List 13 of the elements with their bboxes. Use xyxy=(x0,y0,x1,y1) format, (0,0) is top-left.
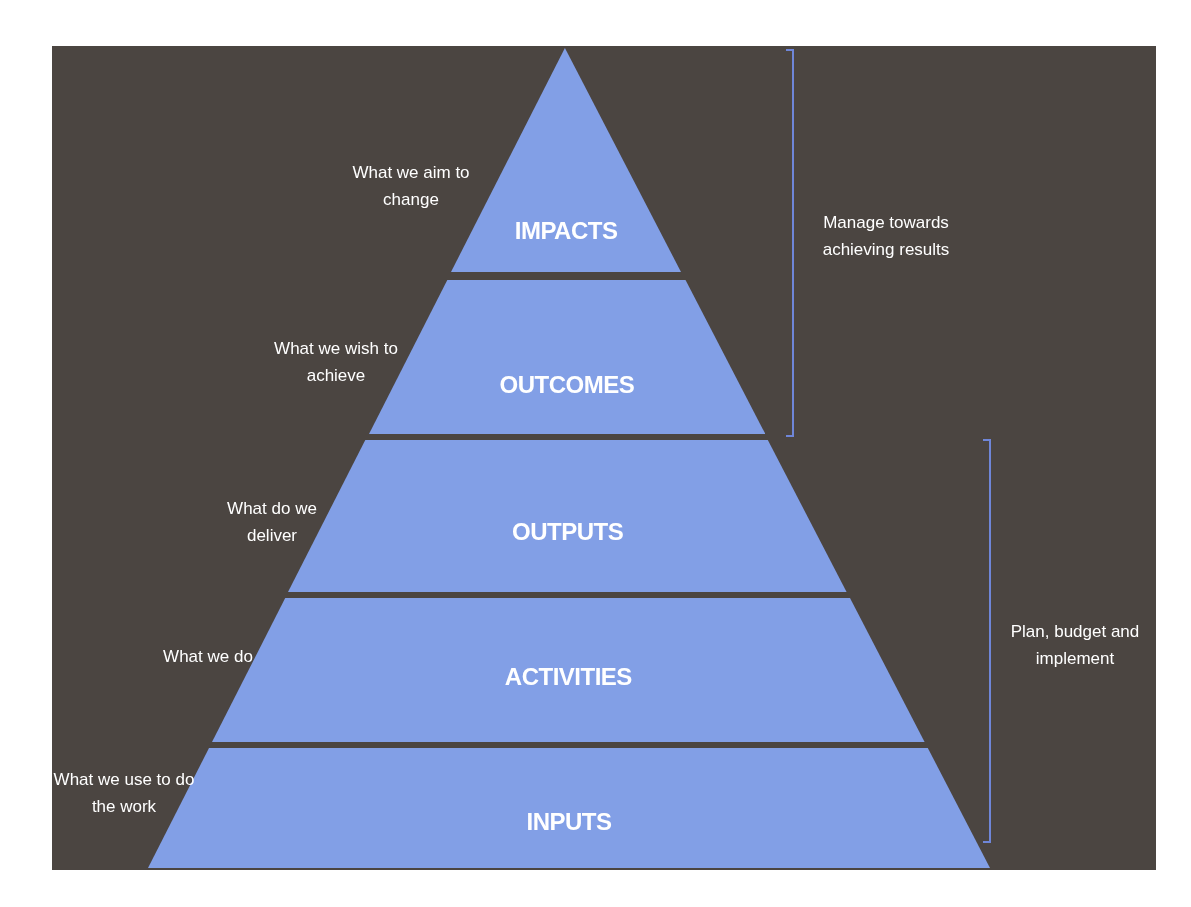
tier-description: What we do xyxy=(162,646,254,668)
tier-label: IMPACTS xyxy=(514,217,618,245)
tier-label: OUTPUTS xyxy=(512,518,624,546)
tier-label: OUTCOMES xyxy=(499,371,635,399)
bracket-label: Manage towards achieving results xyxy=(821,212,951,261)
tier-label: ACTIVITIES xyxy=(504,663,632,691)
tier-description: What we use to do the work xyxy=(52,769,196,818)
pyramid-tier xyxy=(451,48,682,272)
bracket-label: Plan, budget and implement xyxy=(1009,621,1141,670)
tier-description: What do we deliver xyxy=(226,498,318,547)
tier-description: What we aim to change xyxy=(351,162,471,211)
tier-label: INPUTS xyxy=(526,808,612,836)
tier-description: What we wish to achieve xyxy=(273,338,399,387)
